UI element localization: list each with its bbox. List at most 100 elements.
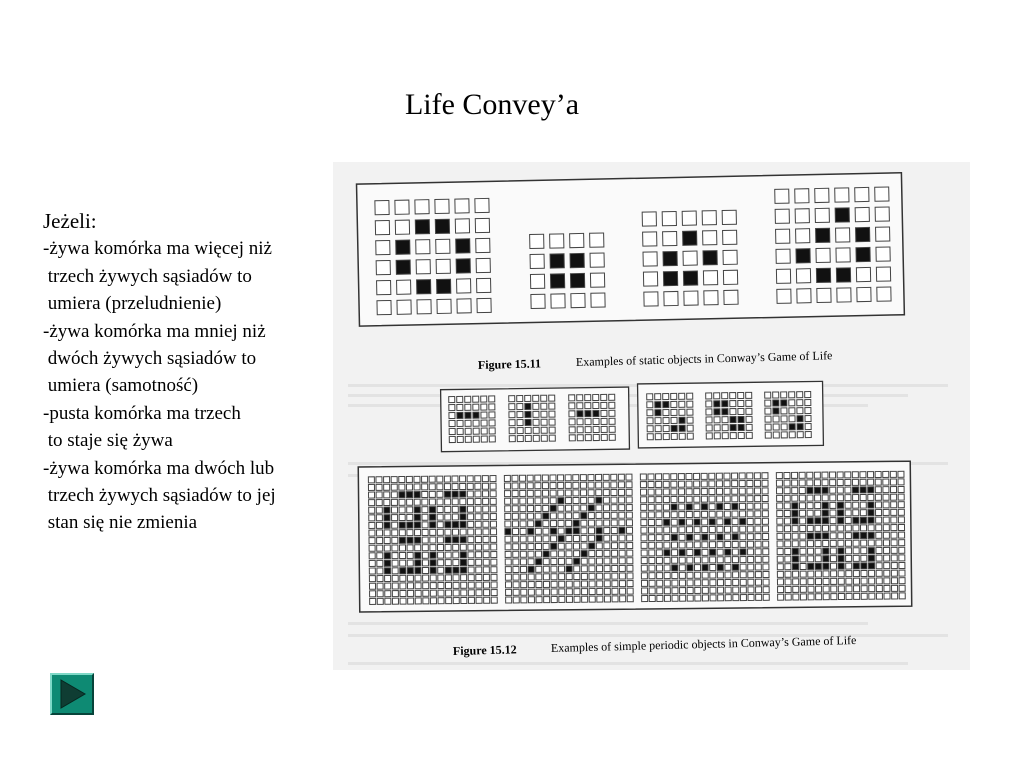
dead-cell [708,487,716,496]
dead-cell [837,532,845,540]
dead-cell [806,494,814,502]
rule-line: -pusta komórka ma trzech [43,402,241,424]
dead-cell [436,498,444,506]
dead-cell [647,473,655,481]
live-cell [524,418,532,427]
dead-cell [422,582,430,590]
dead-cell [511,505,519,513]
live-cell [576,410,584,418]
dead-cell [511,474,519,482]
dead-cell [480,395,488,403]
dead-cell [383,544,391,552]
live-cell [383,506,391,514]
dead-cell [806,479,814,487]
dead-cell [745,423,753,431]
dead-cell [541,482,549,490]
dead-cell [466,490,474,498]
dead-cell [399,551,407,560]
dead-cell [534,504,542,513]
dead-cell [569,232,585,249]
dead-cell [678,541,686,549]
live-cell [565,565,573,573]
dead-cell [678,408,686,416]
dead-cell [883,554,891,562]
dead-cell [558,580,566,588]
dead-cell [464,419,472,427]
dead-cell [791,494,799,502]
dead-cell [459,475,467,483]
live-cell [459,505,467,513]
live-cell [678,518,686,526]
dead-cell [580,557,588,565]
dead-cell [713,432,721,440]
dead-cell [844,532,852,540]
dead-cell [550,595,558,604]
dead-cell [581,595,589,603]
dead-cell [512,588,520,596]
dead-cell [783,479,791,487]
dead-cell [640,579,649,587]
dead-cell [746,533,754,541]
live-cell [821,486,829,494]
dead-cell [835,247,851,263]
dead-cell [595,504,603,512]
dead-cell [685,526,694,534]
dead-cell [829,494,837,502]
dead-cell [573,572,581,581]
dead-cell [596,595,604,603]
dead-cell [738,472,746,480]
dead-cell [737,399,745,408]
dead-cell [504,558,512,566]
dead-cell [762,540,770,548]
dead-cell [603,595,611,603]
dead-cell [474,535,482,544]
dead-cell [814,494,822,502]
dead-cell [788,431,796,439]
dead-cell [663,587,671,595]
dead-cell [856,286,872,303]
dead-cell [724,533,732,541]
dead-cell [508,395,516,403]
dead-cell [600,417,608,425]
dead-cell [383,491,391,499]
dead-cell [829,486,837,494]
dead-cell [738,502,747,510]
live-cell [867,531,875,539]
dead-cell [716,548,724,556]
live-cell [678,424,686,432]
dead-cell [472,419,480,427]
live-cell [836,501,845,509]
dead-cell [762,570,770,579]
dead-cell [475,566,483,574]
dead-cell [490,543,498,551]
dead-cell [814,570,822,578]
dead-cell [589,252,605,268]
dead-cell [368,537,376,545]
dead-cell [482,558,490,566]
dead-cell [504,490,512,498]
dead-cell [753,479,761,487]
dead-cell [671,594,679,602]
periodic-object-grid [775,470,906,601]
dead-cell [739,510,747,518]
dead-cell [549,489,557,497]
dead-cell [716,556,724,564]
dead-cell [548,426,556,434]
dead-cell [504,566,512,574]
dead-cell [646,417,654,425]
dead-cell [663,290,679,307]
live-cell [383,559,391,567]
dead-cell [611,572,619,580]
dead-cell [739,533,747,541]
dead-cell [655,526,663,534]
dead-cell [686,594,694,602]
dead-cell [724,578,732,587]
live-cell [671,564,679,572]
dead-cell [662,503,671,511]
dead-cell [618,504,626,512]
dead-cell [602,496,610,504]
next-slide-button[interactable] [50,673,94,715]
live-cell [821,509,829,517]
dead-cell [503,474,511,482]
live-cell [384,567,392,575]
